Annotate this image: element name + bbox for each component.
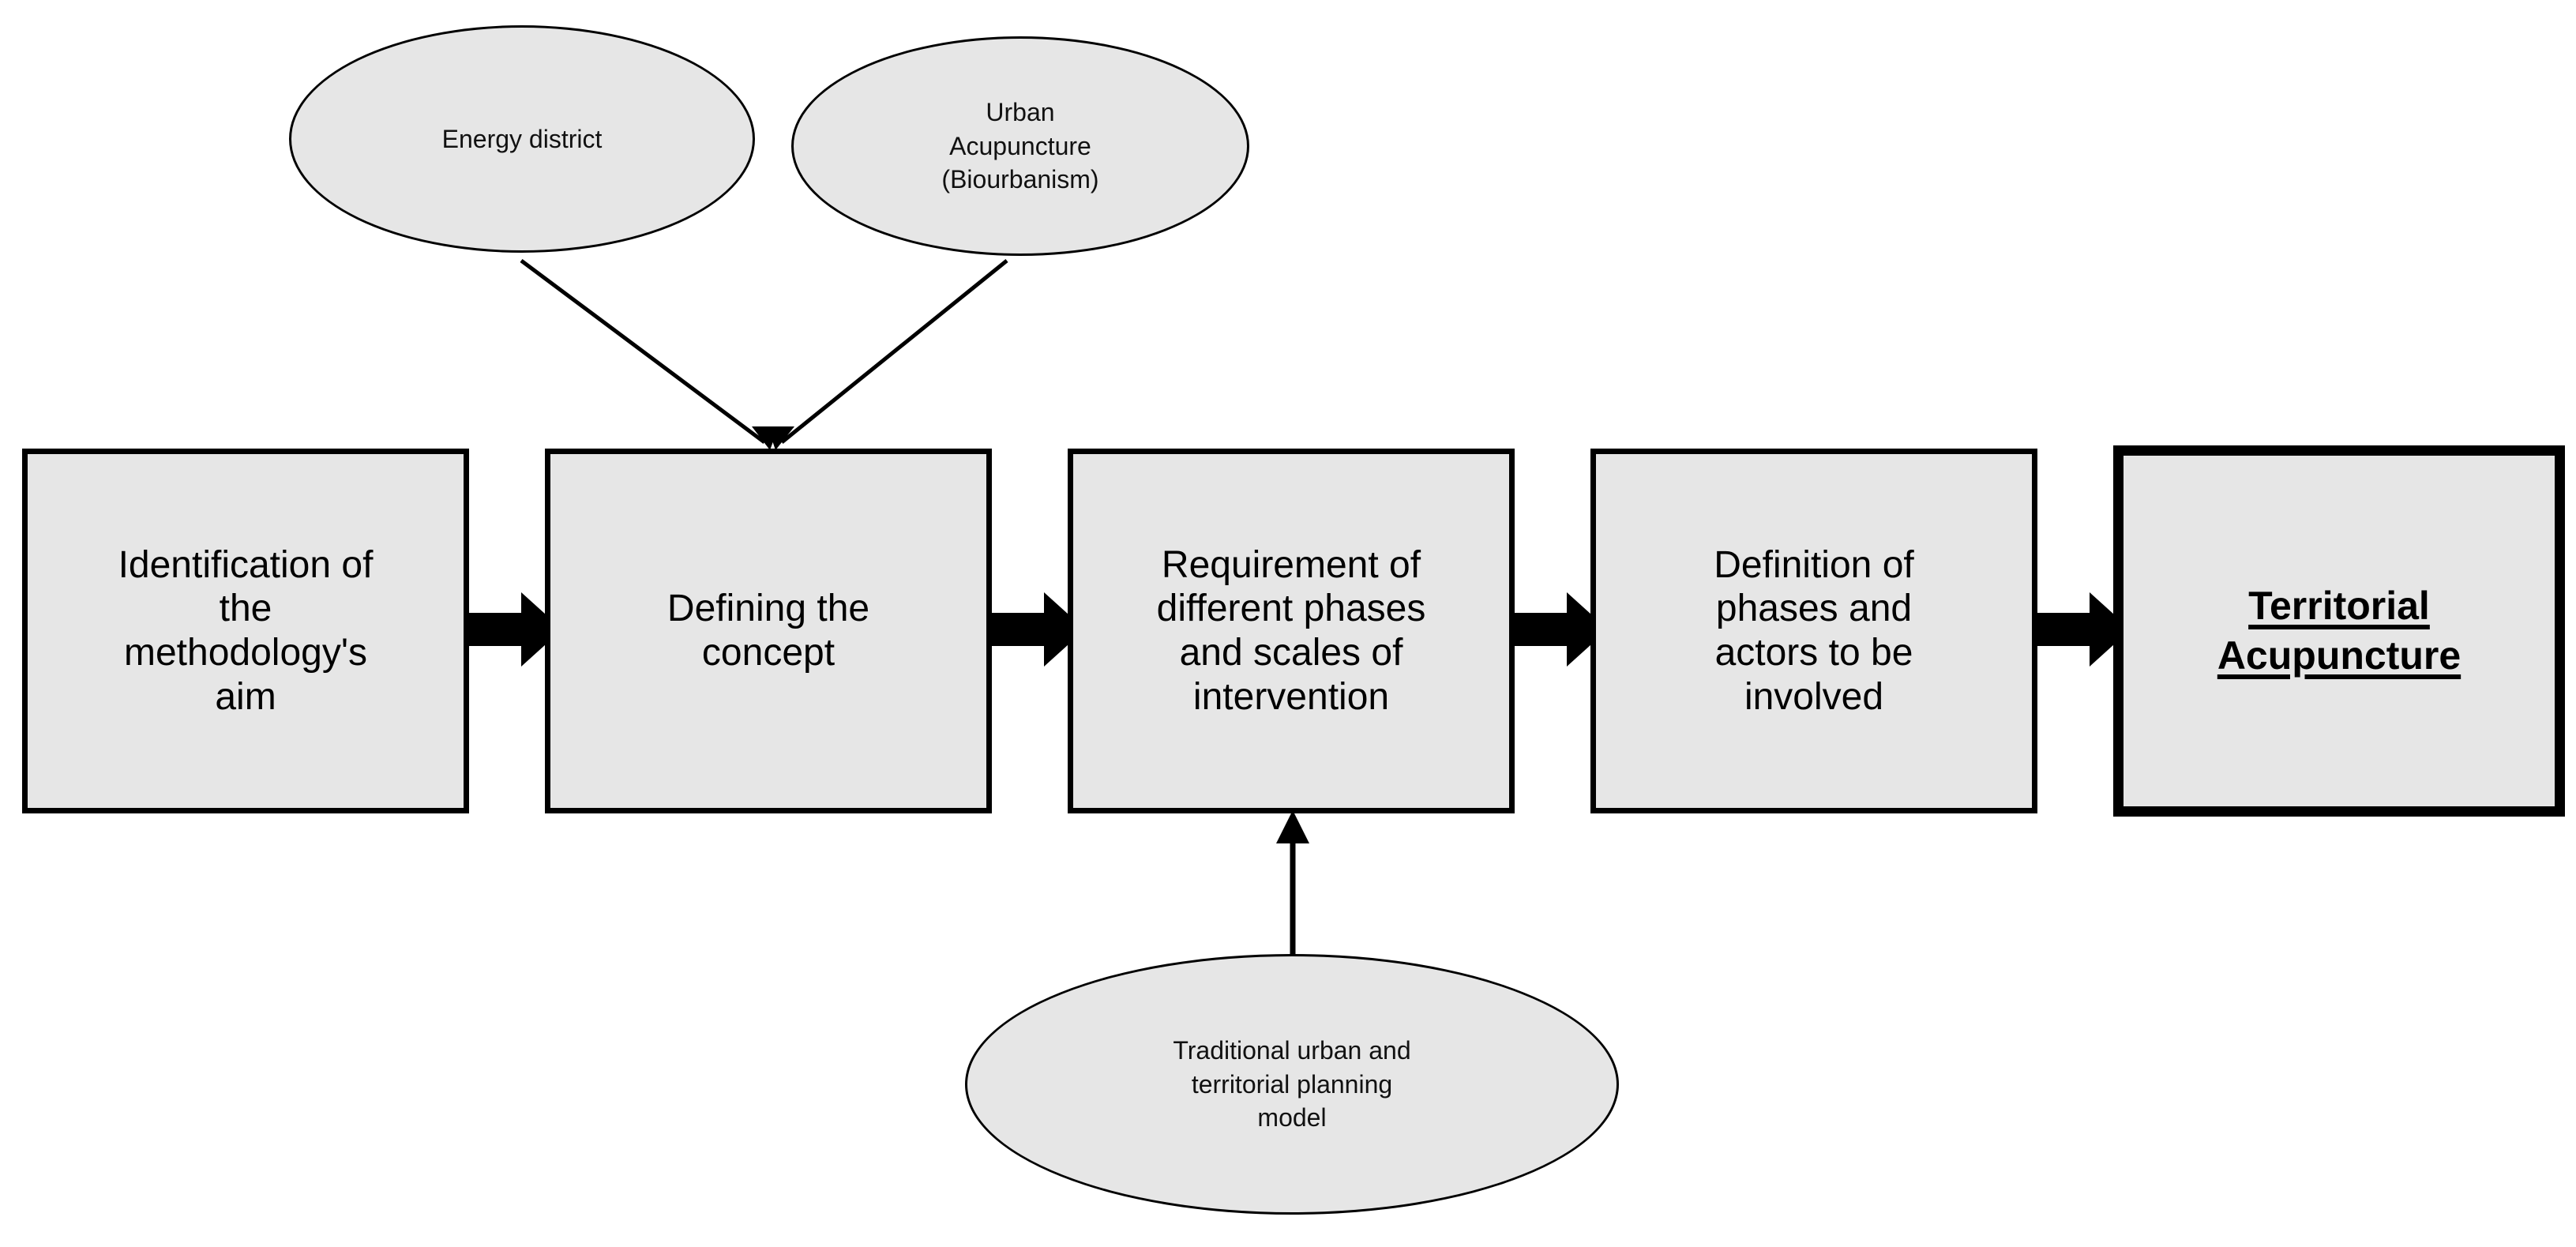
process-label-defining-the-concept: Defining the concept [667,588,870,674]
process-box-identification-of-aim[interactable]: Identification of the methodology's aim [22,449,469,813]
concept-label-energy-district: Energy district [441,124,603,153]
concept-label-traditional-planning-model: Traditional urban and territorial planni… [1173,1036,1411,1132]
process-label-territorial-acupuncture: Territorial Acupuncture [2217,584,2461,678]
process-box-defining-the-concept[interactable]: Defining the concept [545,449,992,813]
concept-ellipse-traditional-planning-model[interactable]: Traditional urban and territorial planni… [965,954,1619,1215]
process-label-identification-of-aim: Identification of the methodology's aim [118,543,374,718]
process-box-territorial-acupuncture[interactable]: Territorial Acupuncture [2113,445,2565,817]
process-box-definition-of-phases-and-actors[interactable]: Definition of phases and actors to be in… [1590,449,2037,813]
concept-ellipse-urban-acupuncture[interactable]: Urban Acupuncture (Biourbanism) [791,36,1249,256]
arrow-urban-acupuncture-to-defining-concept [768,259,1008,450]
process-box-requirement-of-phases-and-scales[interactable]: Requirement of different phases and scal… [1068,449,1515,813]
arrow-energy-district-to-defining-concept [520,258,779,450]
concept-ellipse-energy-district[interactable]: Energy district [289,25,755,253]
arrow-traditional-model-to-requirement [1276,810,1309,963]
process-label-definition-of-phases-and-actors: Definition of phases and actors to be in… [1714,543,1914,718]
concept-label-urban-acupuncture: Urban Acupuncture (Biourbanism) [941,98,1099,194]
process-label-requirement-of-phases-and-scales: Requirement of different phases and scal… [1156,543,1426,718]
